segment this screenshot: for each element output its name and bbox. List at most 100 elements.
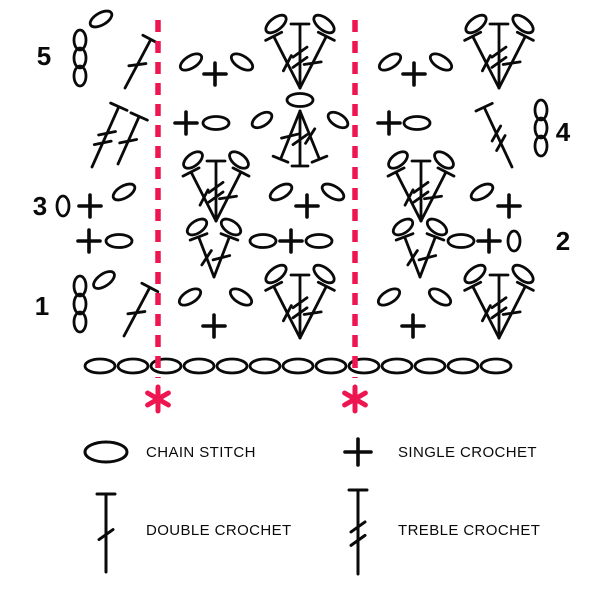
stitch-ch: [104, 233, 134, 249]
foundation-chain-row: [83, 357, 513, 375]
stitch-ch: [463, 263, 487, 285]
stitch-ch: [387, 150, 409, 170]
stitch-ch: [88, 9, 114, 29]
single-crochet-icon: [343, 437, 373, 467]
stitch-dc: [497, 280, 535, 340]
stitch-ch: [228, 287, 254, 307]
stitch-ch: [248, 233, 278, 249]
stitch-tr: [474, 101, 514, 169]
legend-item-single-crochet: SINGLE CROCHET: [330, 430, 600, 474]
stitch-sc: [278, 228, 304, 254]
stitch-ch: [268, 182, 294, 202]
stitch-ch: [511, 263, 535, 285]
stitch-ch: [428, 52, 454, 72]
stitch-tr: [90, 101, 129, 169]
double-crochet-icon: [95, 492, 117, 574]
stitch-ch: [177, 287, 203, 307]
stitch-ch: [248, 357, 282, 375]
stitch-ch0: [533, 98, 549, 122]
row-number-1: 1: [35, 291, 49, 321]
stitch-dc: [298, 280, 336, 340]
chain-stitch-icon: [83, 440, 129, 464]
stitch-ch: [464, 13, 488, 35]
stitch-ch: [433, 150, 455, 170]
stitch-dc: [298, 30, 336, 90]
stitch-ch: [402, 115, 432, 131]
stitch-sc: [76, 228, 102, 254]
stitch-ch: [347, 357, 381, 375]
stitch-ch: [116, 357, 150, 375]
stitch-tr: [488, 273, 510, 340]
stitch-ch: [312, 263, 336, 285]
legend-label-chain-stitch: CHAIN STITCH: [146, 443, 256, 461]
stitch-ch: [427, 287, 453, 307]
stitch-dc: [463, 280, 501, 340]
stitch-ch: [511, 13, 535, 35]
stitch-tr: [205, 159, 227, 223]
stitch-ch0: [72, 28, 88, 52]
stitch-ch0: [55, 194, 71, 218]
legend-label-double-crochet: DOUBLE CROCHET: [146, 521, 292, 539]
stitch-ch: [83, 357, 117, 375]
stitch-ch: [413, 357, 447, 375]
legend-item-chain-stitch: CHAIN STITCH: [78, 430, 330, 474]
stitch-ch: [376, 287, 402, 307]
stitch-sc: [401, 61, 427, 87]
legend-item-double-crochet: DOUBLE CROCHET: [78, 482, 330, 578]
stitch-dc: [264, 280, 302, 340]
stitch-dci: [298, 109, 329, 164]
stitch-dc: [181, 166, 218, 223]
stitch-ch: [149, 357, 183, 375]
stitch-dc: [417, 232, 446, 279]
stitch-ch: [314, 357, 348, 375]
stitch-symbols: [55, 9, 549, 340]
stitch-ch: [469, 182, 495, 202]
stitch-dc: [116, 111, 149, 166]
stitch-ch0: [506, 229, 522, 253]
legend-label-single-crochet: SINGLE CROCHET: [398, 443, 537, 461]
stitch-ch: [320, 182, 346, 202]
stitch-ch: [446, 233, 476, 249]
stitch-ch: [228, 150, 250, 170]
repeat-asterisk-icon: [145, 384, 171, 414]
stitch-sc: [202, 61, 228, 87]
stitch-ch0: [72, 274, 88, 298]
stitch-ch: [264, 13, 288, 35]
stitch-sc: [173, 110, 199, 136]
stitch-tr: [289, 22, 311, 90]
stitch-ch: [182, 150, 204, 170]
stitch-ch: [264, 263, 288, 285]
stitch-ch: [446, 357, 480, 375]
stitch-dc: [95, 492, 117, 574]
stitch-dc: [123, 33, 161, 90]
stitch-tr: [347, 488, 369, 576]
row-number-4: 4: [556, 117, 571, 147]
stitch-ch: [215, 357, 249, 375]
stitch-sc: [496, 193, 522, 219]
stitch-tr: [410, 159, 432, 223]
legend-item-treble-crochet: TREBLE CROCHET: [330, 482, 600, 578]
stitch-ch0: [72, 292, 88, 316]
stitch-ch: [185, 217, 209, 237]
stitch-ch0: [533, 134, 549, 158]
stitch-dci: [271, 109, 302, 164]
stitch-sc: [77, 193, 103, 219]
stitch-ch: [92, 270, 116, 290]
stitch-sc: [400, 313, 426, 339]
stitch-ch: [111, 182, 137, 202]
stitch-dc: [122, 281, 160, 338]
stitch-ch0: [533, 116, 549, 140]
stitch-ch: [304, 233, 334, 249]
stitch-dc: [211, 232, 240, 279]
stitch-ch: [201, 115, 231, 131]
stitch-sc: [476, 228, 502, 254]
stitch-dc: [463, 30, 501, 90]
stitch-ch: [281, 357, 315, 375]
stitch-dc: [264, 30, 302, 90]
repeat-asterisk-icon: [342, 384, 368, 414]
stitch-ch: [391, 217, 415, 237]
stitch-ch: [312, 13, 336, 35]
stitch-ch: [182, 357, 216, 375]
